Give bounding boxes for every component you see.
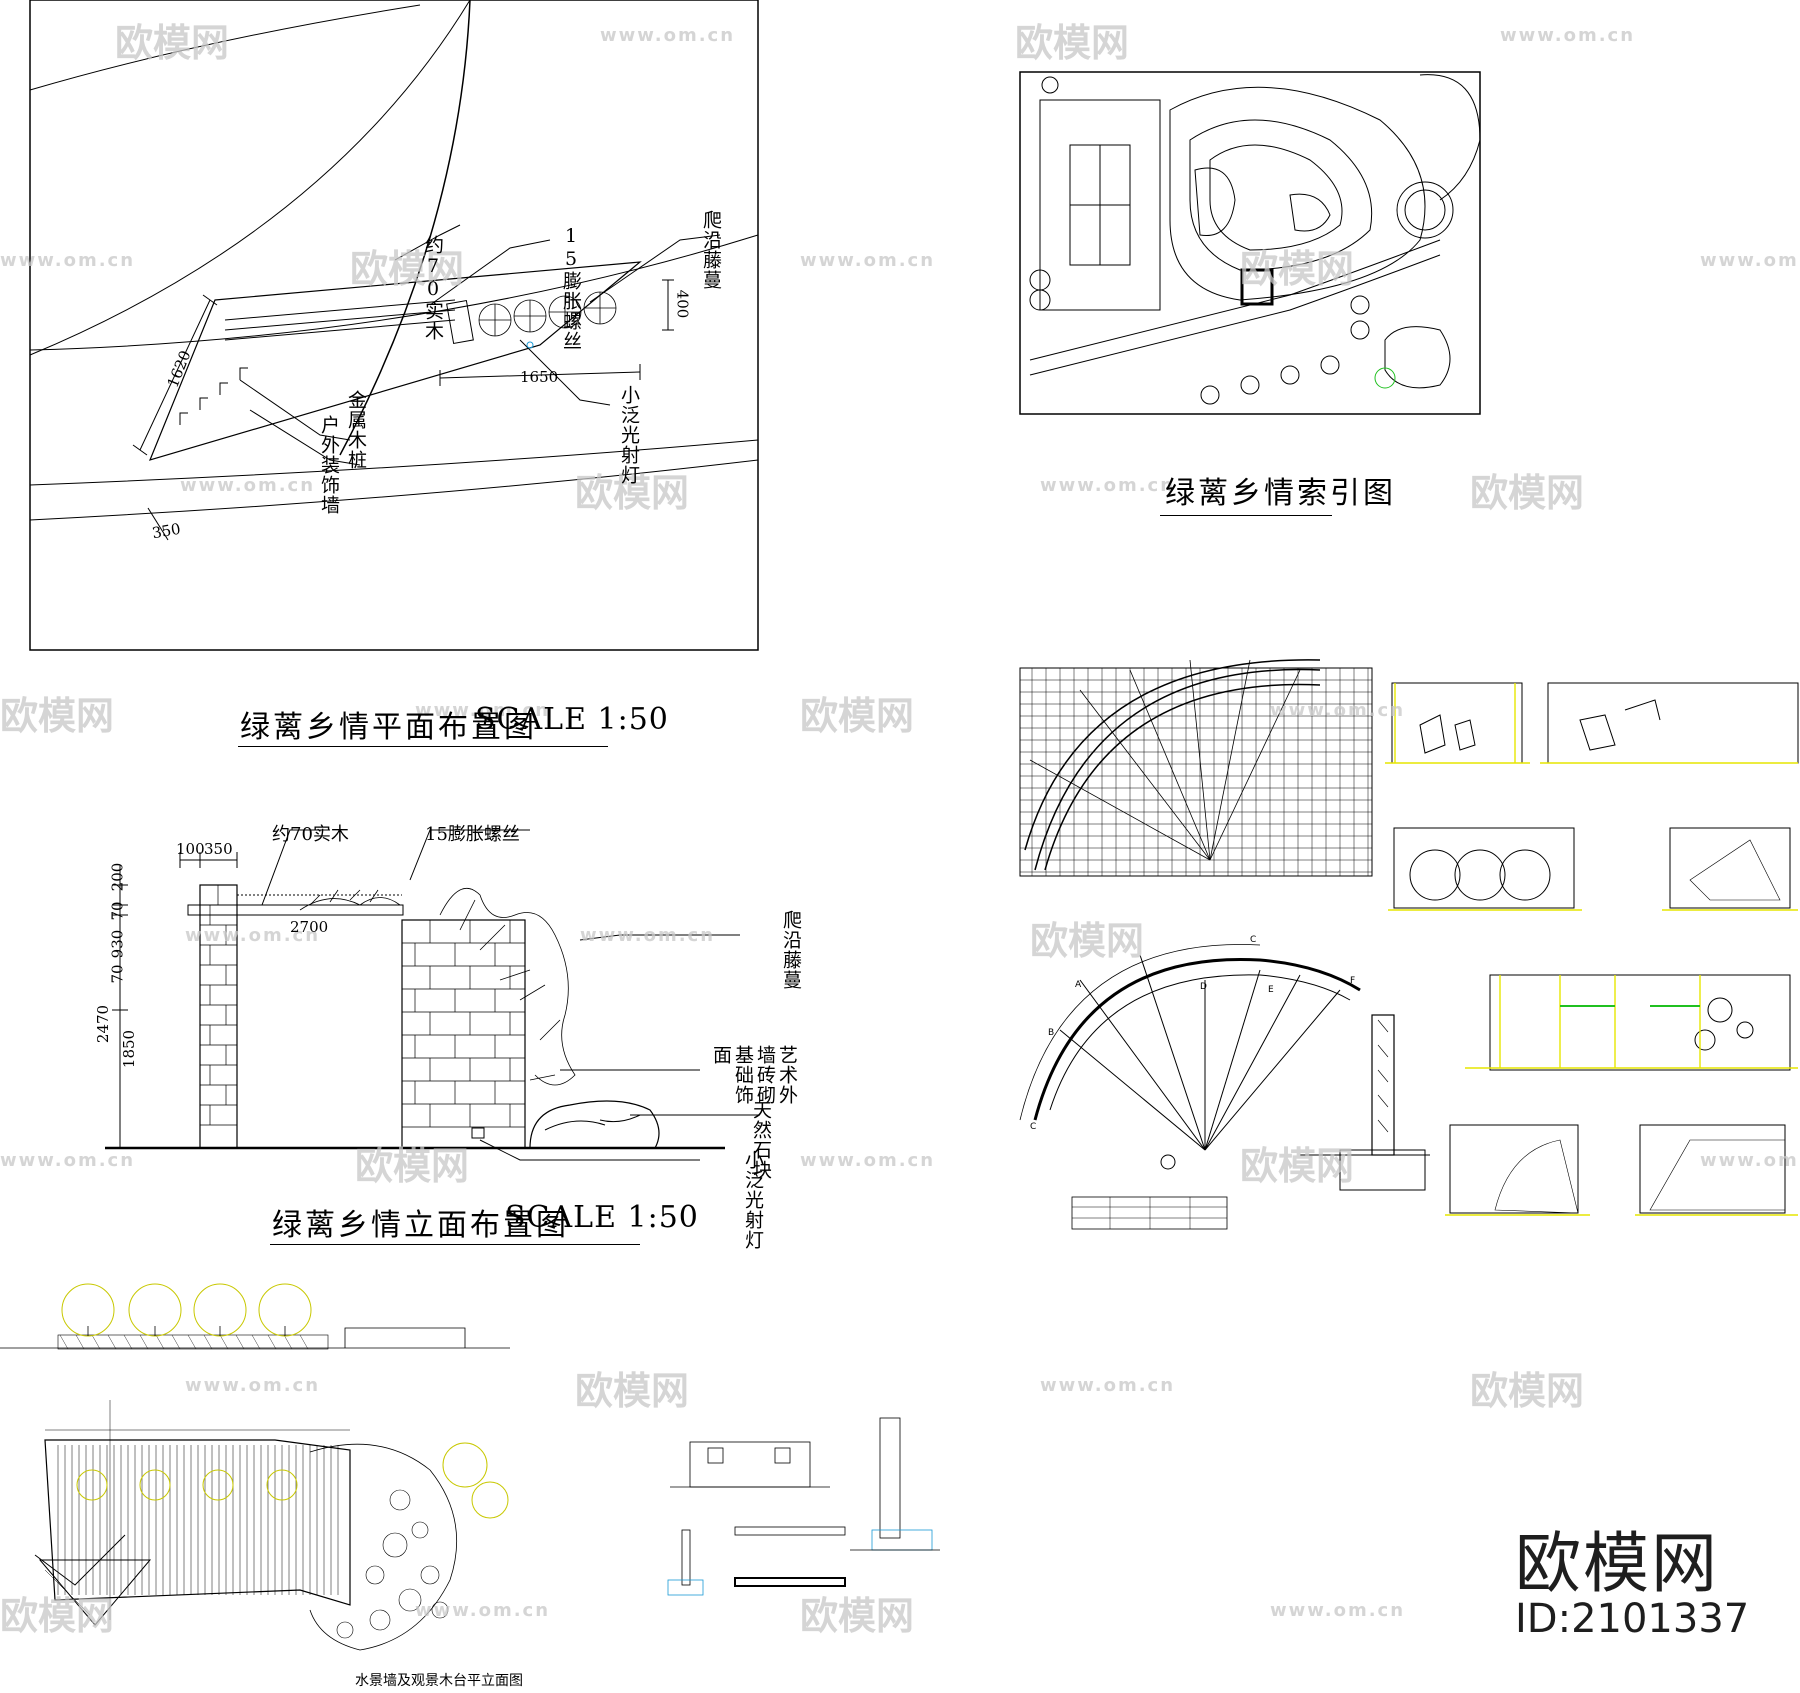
elev-dim-200: 200 (108, 862, 127, 892)
plan-title-underline (238, 746, 608, 747)
elev-label-stone: 天然石块 (750, 1100, 772, 1180)
fan-section-drawing (1019, 944, 1430, 1230)
elev-dim-1850: 1850 (120, 1029, 139, 1069)
elev-label-wood: 约70实木 (272, 824, 349, 845)
grid-arc-drawing (1019, 659, 1373, 877)
section-letter-d: D (1200, 982, 1207, 992)
watermark-url: www.om.cn (800, 1150, 936, 1171)
section-letter-c2: C (1030, 1122, 1037, 1132)
watermark-url: www.om.cn (0, 250, 136, 271)
section-letter-b: B (1048, 1028, 1055, 1038)
plan-label-bolt: 15膨胀螺丝 (560, 225, 582, 351)
plan-dim-1650: 1650 (520, 368, 559, 386)
plan-label-wall: 户外装饰墙 (318, 415, 340, 515)
index-view-drawing (1019, 71, 1481, 415)
watermark-logo: 欧模网 (800, 694, 915, 738)
section-letter-a: A (1075, 980, 1082, 990)
watermark-url: www.om.cn (580, 925, 716, 946)
elev-label-light: 小泛光射灯 (742, 1150, 764, 1250)
watermark-url: www.om.cn (185, 925, 321, 946)
elev-label-bolt: 15膨胀螺丝 (425, 824, 520, 845)
section-letter-f: F (1350, 976, 1356, 986)
watermark-url: www.om.cn (415, 700, 551, 721)
plan-label-light: 小泛光射灯 (618, 385, 640, 485)
elev-label-facade: 艺术外墙砖砌基础饰面 (710, 1045, 798, 1105)
watermark-url: www.om.cn (1700, 1150, 1800, 1171)
water-title: 水景墙及观景木台平立面图 (355, 1673, 523, 1689)
watermark-logo: 欧模网 (1240, 247, 1355, 291)
watermark-logo: 欧模网 (1030, 919, 1145, 963)
watermark-logo: 欧模网 (0, 694, 115, 738)
watermark-url: www.om.cn (1270, 1600, 1406, 1621)
elev-label-vine: 爬沿藤蔓 (780, 910, 802, 990)
elev-title: 绿蓠乡情立面布置图 (272, 1208, 569, 1243)
plan-label-stake: 金属木桩 (345, 390, 367, 470)
elev-dim-930: 930 (108, 929, 127, 959)
watermark-logo: 欧模网 (355, 1144, 470, 1188)
watermark-url: www.om.cn (180, 475, 316, 496)
plan-scale: SCALE 1:50 (475, 702, 669, 737)
plan-label-vine: 爬沿藤蔓 (700, 210, 722, 290)
watermark-url: www.om.cn (1270, 700, 1406, 721)
watermark-logo: 欧模网 (1470, 1369, 1585, 1413)
watermark-url: www.om.cn (1500, 25, 1636, 46)
watermark-logo: 欧模网 (1240, 1144, 1355, 1188)
elev-scale: SCALE 1:50 (505, 1200, 699, 1235)
elev-dim-100: 100 (176, 840, 205, 858)
plan-label-wood: 约70实木 (422, 235, 444, 341)
watermark-url: www.om.cn (415, 1600, 551, 1621)
watermark-url: www.om.cn (1700, 250, 1800, 271)
watermark-logo: 欧模网 (115, 21, 230, 65)
elev-dim-70a: 70 (108, 901, 127, 921)
elev-dim-2470: 2470 (94, 1004, 113, 1044)
detail-panels-drawing (1385, 682, 1799, 1216)
watermark-logo: 欧模网 (575, 1369, 690, 1413)
section-letter-e: E (1268, 985, 1274, 995)
elev-dim-2700: 2700 (290, 918, 329, 936)
watermark-logo: 欧模网 (1470, 471, 1585, 515)
watermark-logo: 欧模网 (575, 471, 690, 515)
watermark-url: www.om.cn (1040, 475, 1176, 496)
index-title-underline (1160, 515, 1332, 516)
small-details-drawing (667, 1417, 940, 1596)
plan-dim-400: 400 (673, 289, 692, 319)
elev-dim-350: 350 (204, 840, 233, 858)
index-title: 绿蓠乡情索引图 (1165, 476, 1396, 511)
plan-title: 绿蓠乡情平面布置图 (240, 710, 537, 745)
section-letter-c: C (1250, 935, 1257, 945)
elev-dim-70b: 70 (108, 964, 127, 984)
brand-logo: 欧模网 (1515, 1525, 1719, 1602)
watermark-logo: 欧模网 (350, 247, 465, 291)
watermark-url: www.om.cn (185, 1375, 321, 1396)
watermark-url: www.om.cn (1040, 1375, 1176, 1396)
watermark-url: www.om.cn (600, 25, 736, 46)
watermark-logo: 欧模网 (800, 1594, 915, 1638)
watermark-url: www.om.cn (800, 250, 936, 271)
brand-id: ID:2101337 (1515, 1596, 1750, 1642)
plan-view-drawing (29, 0, 759, 651)
elev-title-underline (270, 1244, 640, 1245)
watermark-logo: 欧模网 (0, 1594, 115, 1638)
watermark-logo: 欧模网 (1015, 21, 1130, 65)
elevation-view-drawing (105, 829, 760, 1161)
watermark-url: www.om.cn (0, 1150, 136, 1171)
water-feature-drawing (0, 1283, 510, 1651)
